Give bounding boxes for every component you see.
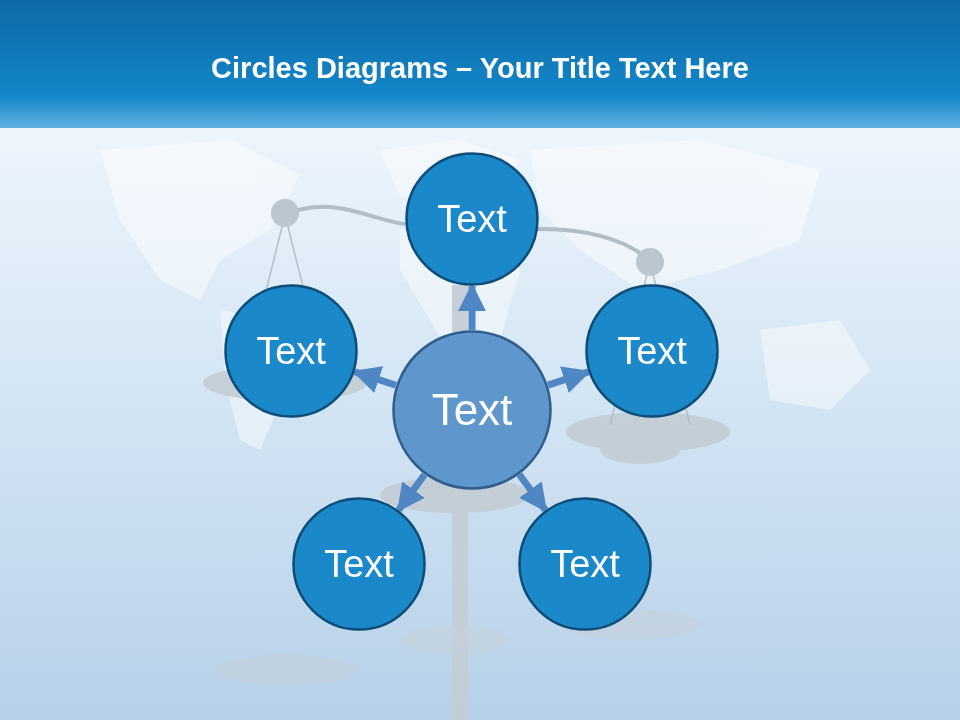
world-map [100, 140, 870, 450]
node-text: Text [550, 543, 620, 586]
block-arrow [355, 372, 396, 385]
node-text: Text [432, 385, 513, 435]
block-arrow [469, 286, 476, 330]
node-text: Text [617, 330, 687, 373]
outer-circle: Text [405, 152, 539, 286]
outer-circle: Text [292, 497, 426, 631]
outer-circle: Text [518, 497, 652, 631]
node-text: Text [324, 543, 394, 586]
node-text: Text [437, 198, 507, 241]
block-arrow [399, 474, 425, 509]
outer-circle: Text [224, 284, 358, 418]
title: Circles Diagrams – Your Title Text Here [0, 52, 960, 85]
outer-circle: Text [585, 284, 719, 418]
block-arrow [548, 372, 588, 385]
center-circle: Text [392, 330, 552, 490]
block-arrow [519, 474, 545, 509]
node-text: Text [256, 330, 326, 373]
